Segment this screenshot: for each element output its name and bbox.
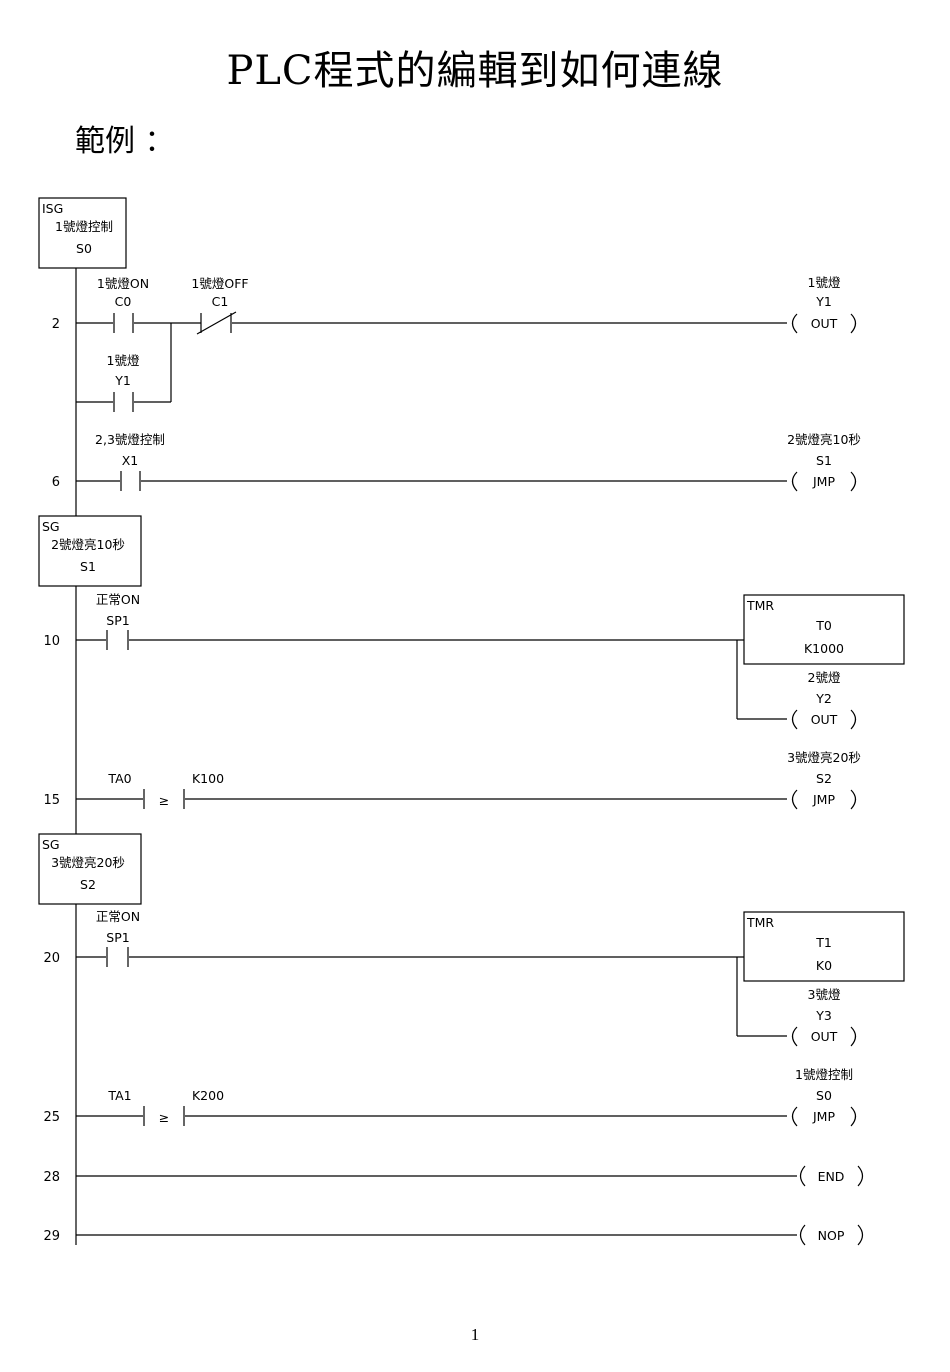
contact-address: SP1 — [106, 930, 129, 945]
coil-bracket — [791, 313, 798, 334]
contact-comment: 1號燈 — [107, 353, 140, 368]
stage-box — [38, 197, 127, 269]
coil-bracket — [799, 1224, 806, 1246]
stage-label: 1號燈控制 — [55, 219, 113, 234]
contact-comment: 正常ON — [96, 592, 140, 607]
rung-number: 6 — [52, 475, 60, 490]
stage-label: 3號燈亮20秒 — [51, 855, 125, 870]
compare-operand: TA1 — [107, 1088, 131, 1103]
stage-type: ISG — [42, 201, 63, 216]
contact-address: SP1 — [106, 613, 129, 628]
rung-number: 10 — [43, 634, 60, 649]
coil-instruction: OUT — [811, 1029, 838, 1044]
timer-type: TMR — [746, 915, 774, 930]
compare-operator: ≥ — [159, 793, 169, 808]
coil-bracket — [850, 709, 857, 730]
rung-number: 2 — [52, 317, 60, 332]
coil-address: Y3 — [815, 1008, 832, 1023]
coil-instruction: JMP — [812, 792, 835, 807]
coil-bracket — [791, 1106, 798, 1127]
compare-operator: ≥ — [159, 1110, 169, 1125]
stage-label: 2號燈亮10秒 — [51, 537, 125, 552]
stage-box — [38, 515, 142, 587]
contact-address: Y1 — [114, 373, 131, 388]
coil-address: S0 — [816, 1088, 832, 1103]
contact-comment: 1號燈ON — [97, 276, 149, 291]
coil-address: Y1 — [815, 294, 832, 309]
timer-address: T1 — [815, 935, 832, 950]
stage-address: S0 — [76, 241, 92, 256]
coil-bracket — [850, 789, 857, 810]
timer-box — [743, 594, 905, 665]
timer-preset: K0 — [816, 958, 832, 973]
coil-comment: 2號燈 — [808, 670, 841, 685]
stage-type: SG — [42, 837, 60, 852]
page-title: PLC程式的編輯到如何連線 — [226, 48, 724, 94]
coil-comment: 1號燈控制 — [795, 1067, 853, 1082]
rung-number: 25 — [43, 1110, 60, 1125]
coil-bracket — [850, 313, 857, 334]
rung-number: 15 — [43, 793, 60, 808]
coil-comment: 1號燈 — [808, 275, 841, 290]
coil-instruction: NOP — [818, 1228, 845, 1243]
contact-address: X1 — [122, 453, 139, 468]
coil-bracket — [850, 1026, 857, 1047]
coil-bracket — [850, 1106, 857, 1127]
timer-type: TMR — [746, 598, 774, 613]
coil-bracket — [799, 1165, 806, 1187]
coil-bracket — [850, 471, 857, 492]
timer-box — [743, 911, 905, 982]
coil-address: S1 — [816, 453, 832, 468]
compare-operand: K100 — [192, 771, 224, 786]
coil-comment: 3號燈 — [808, 987, 841, 1002]
contact-address: C0 — [115, 294, 132, 309]
coil-bracket — [791, 789, 798, 810]
coil-bracket — [857, 1165, 864, 1187]
coil-instruction: JMP — [812, 1109, 835, 1124]
coil-instruction: JMP — [812, 474, 835, 489]
timer-address: T0 — [815, 618, 832, 633]
timer-preset: K1000 — [804, 641, 844, 656]
coil-bracket — [857, 1224, 864, 1246]
stage-box — [38, 833, 142, 905]
coil-address: S2 — [816, 771, 832, 786]
stage-type: SG — [42, 519, 60, 534]
section-label: 範例 ： — [75, 124, 175, 159]
compare-operand: K200 — [192, 1088, 224, 1103]
rung-number: 29 — [43, 1229, 60, 1244]
contact-comment: 正常ON — [96, 909, 140, 924]
coil-comment: 3號燈亮20秒 — [787, 750, 861, 765]
coil-comment: 2號燈亮10秒 — [787, 432, 861, 447]
compare-operand: TA0 — [107, 771, 131, 786]
page-number: 1 — [470, 1325, 480, 1344]
coil-bracket — [791, 1026, 798, 1047]
contact-comment: 1號燈OFF — [191, 276, 248, 291]
coil-instruction: OUT — [811, 712, 838, 727]
coil-instruction: OUT — [811, 316, 838, 331]
coil-instruction: END — [818, 1169, 845, 1184]
rung-number: 20 — [43, 951, 60, 966]
stage-address: S1 — [80, 559, 96, 574]
rung-number: 28 — [43, 1170, 60, 1185]
contact-nc — [196, 311, 237, 335]
coil-bracket — [791, 709, 798, 730]
ladder-diagram: ISG 1號燈控制 S0 SG 2號燈亮10秒 S1 SG 3號燈亮20秒 S2… — [38, 197, 905, 1246]
coil-address: Y2 — [815, 691, 832, 706]
contact-comment: 2,3號燈控制 — [95, 432, 165, 447]
stage-address: S2 — [80, 877, 96, 892]
contact-address: C1 — [212, 294, 229, 309]
coil-bracket — [791, 471, 798, 492]
